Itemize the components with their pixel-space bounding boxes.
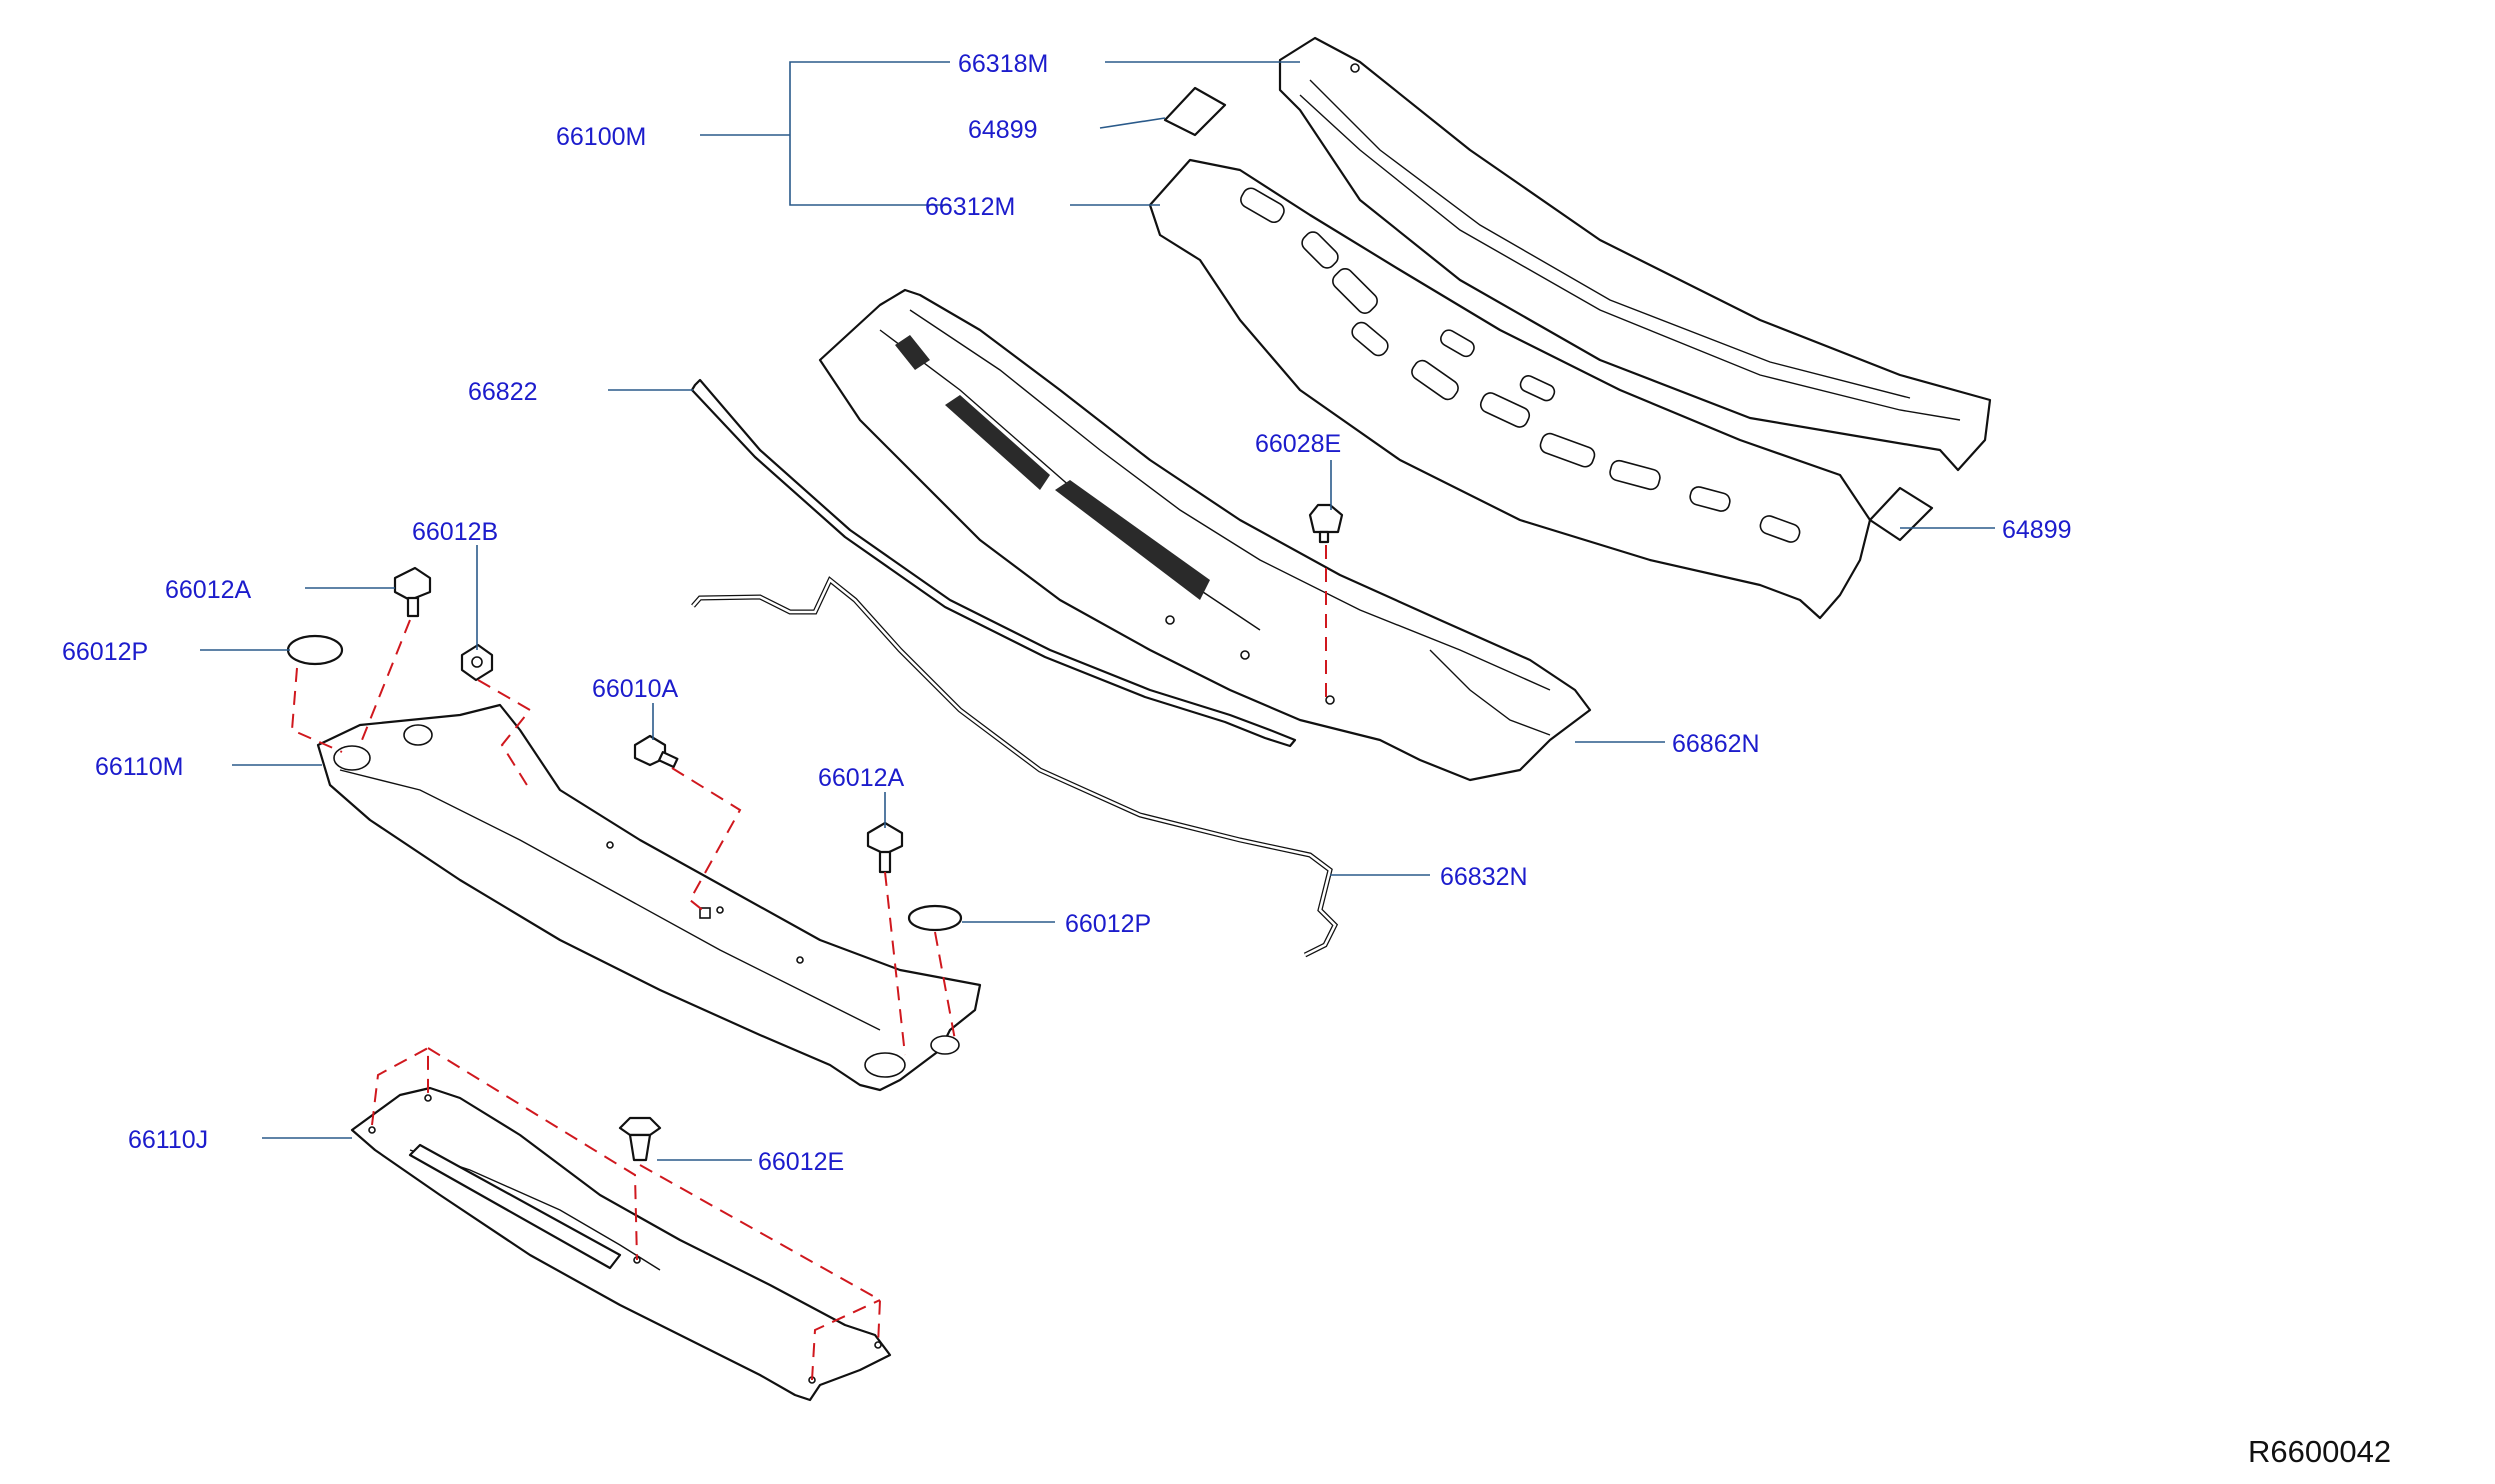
part-64899-pad-right [1868,486,1934,542]
callout-64899-top: 64899 [968,116,1038,144]
callout-66012p-right: 66012P [1065,910,1151,938]
callout-66010a: 66010A [592,675,679,703]
fastener-66010a [633,734,679,769]
callout-66822: 66822 [468,378,538,406]
part-64899-pad-top [1163,86,1227,137]
part-66862n-cowl-top [818,288,1592,782]
part-66822-weatherstrip [690,378,1297,748]
callout-66110m: 66110M [95,753,184,781]
fastener-66012b [460,643,494,682]
callout-66012a-mid: 66012A [818,764,905,792]
fastener-66012p-right [907,904,963,932]
callout-66862n: 66862N [1672,730,1760,758]
part-66318m-seal-strip [1278,36,1992,472]
callout-66028e: 66028E [1255,430,1341,458]
part-66110m-lower-cowl [316,703,982,1092]
leader-lines [200,61,1995,1161]
drawing-code: R6600042 [2248,1434,2391,1469]
fastener-66012e [618,1116,662,1162]
part-66312m-panel [1148,158,1872,620]
fastener-66012a-left [393,566,432,618]
callout-66318m: 66318M [958,50,1048,78]
callout-66012a-left: 66012A [165,576,252,604]
part-66110j-under-cover [350,1086,892,1402]
callout-66832n: 66832N [1440,863,1528,891]
callout-66110j: 66110J [128,1126,208,1154]
fastener-66012a-mid [866,821,904,874]
fastener-66028e-clip [1308,503,1344,544]
callout-66012p-left: 66012P [62,638,148,666]
callout-66100m: 66100M [556,123,646,151]
callout-66312m: 66312M [925,193,1015,221]
callout-64899-right: 64899 [2002,516,2072,544]
installation-guides [290,545,1327,1381]
callout-66012b: 66012B [412,518,498,546]
part-66832n-hose [691,576,1339,958]
callout-66012e: 66012E [758,1148,844,1176]
callout-labels: 66318M 66100M 64899 66312M 64899 66822 6… [62,50,2072,1176]
fastener-66012p-left [286,634,344,666]
